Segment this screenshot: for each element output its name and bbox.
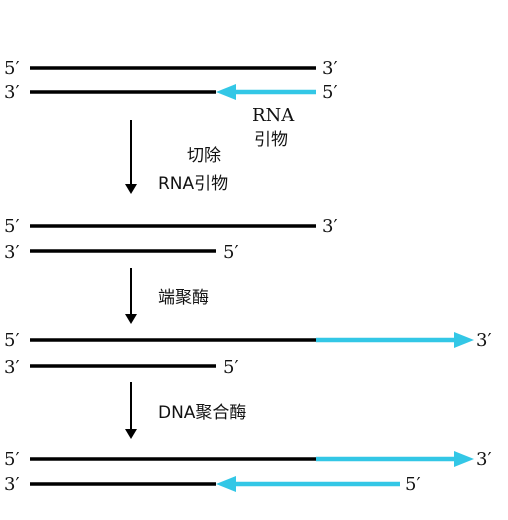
stage4-filled-in-arrowhead bbox=[216, 476, 236, 492]
stage3-extension-arrowhead bbox=[454, 332, 474, 348]
stage1-bottom-right-label: 5′ bbox=[322, 82, 338, 103]
stage3-bottom-right-label: 5′ bbox=[223, 357, 239, 378]
step2-label-telomerase: 端聚酶 bbox=[158, 288, 209, 308]
stage3-top-right-label: 3′ bbox=[476, 330, 492, 351]
stage4-top-left-label: 5′ bbox=[4, 449, 20, 470]
step1-label-qiechu: 切除 bbox=[187, 146, 221, 166]
stage2-top-left-label: 5′ bbox=[4, 216, 20, 237]
primer-label-rna: RNA bbox=[252, 105, 295, 126]
stage-4: 5′ 3′ 3′ 5′ bbox=[4, 449, 492, 495]
stage1-top-right-label: 3′ bbox=[322, 58, 338, 79]
stage4-bottom-right-label: 5′ bbox=[405, 474, 421, 495]
stage4-bottom-left-label: 3′ bbox=[4, 474, 20, 495]
stage1-bottom-left-label: 3′ bbox=[4, 82, 20, 103]
stage2-top-right-label: 3′ bbox=[322, 216, 338, 237]
stage2-bottom-right-label: 5′ bbox=[223, 242, 239, 263]
stage3-top-left-label: 5′ bbox=[4, 330, 20, 351]
step3-label-dna-polymerase: DNA聚合酶 bbox=[158, 403, 246, 423]
stage1-top-left-label: 5′ bbox=[4, 58, 20, 79]
stage-2: 5′ 3′ 3′ 5′ bbox=[4, 216, 338, 263]
stage4-top-right-label: 3′ bbox=[476, 449, 492, 470]
stage4-extension-arrowhead bbox=[454, 451, 474, 467]
step1-label-rna-primer: RNA引物 bbox=[158, 174, 228, 194]
stage-1: 5′ 3′ 3′ 5′ RNA 引物 bbox=[4, 58, 338, 150]
stage2-bottom-left-label: 3′ bbox=[4, 242, 20, 263]
stage-3: 5′ 3′ 3′ 5′ bbox=[4, 330, 492, 378]
stage1-rna-primer-arrowhead bbox=[216, 84, 236, 100]
stage3-bottom-left-label: 3′ bbox=[4, 357, 20, 378]
primer-label-yinwu: 引物 bbox=[254, 130, 288, 150]
